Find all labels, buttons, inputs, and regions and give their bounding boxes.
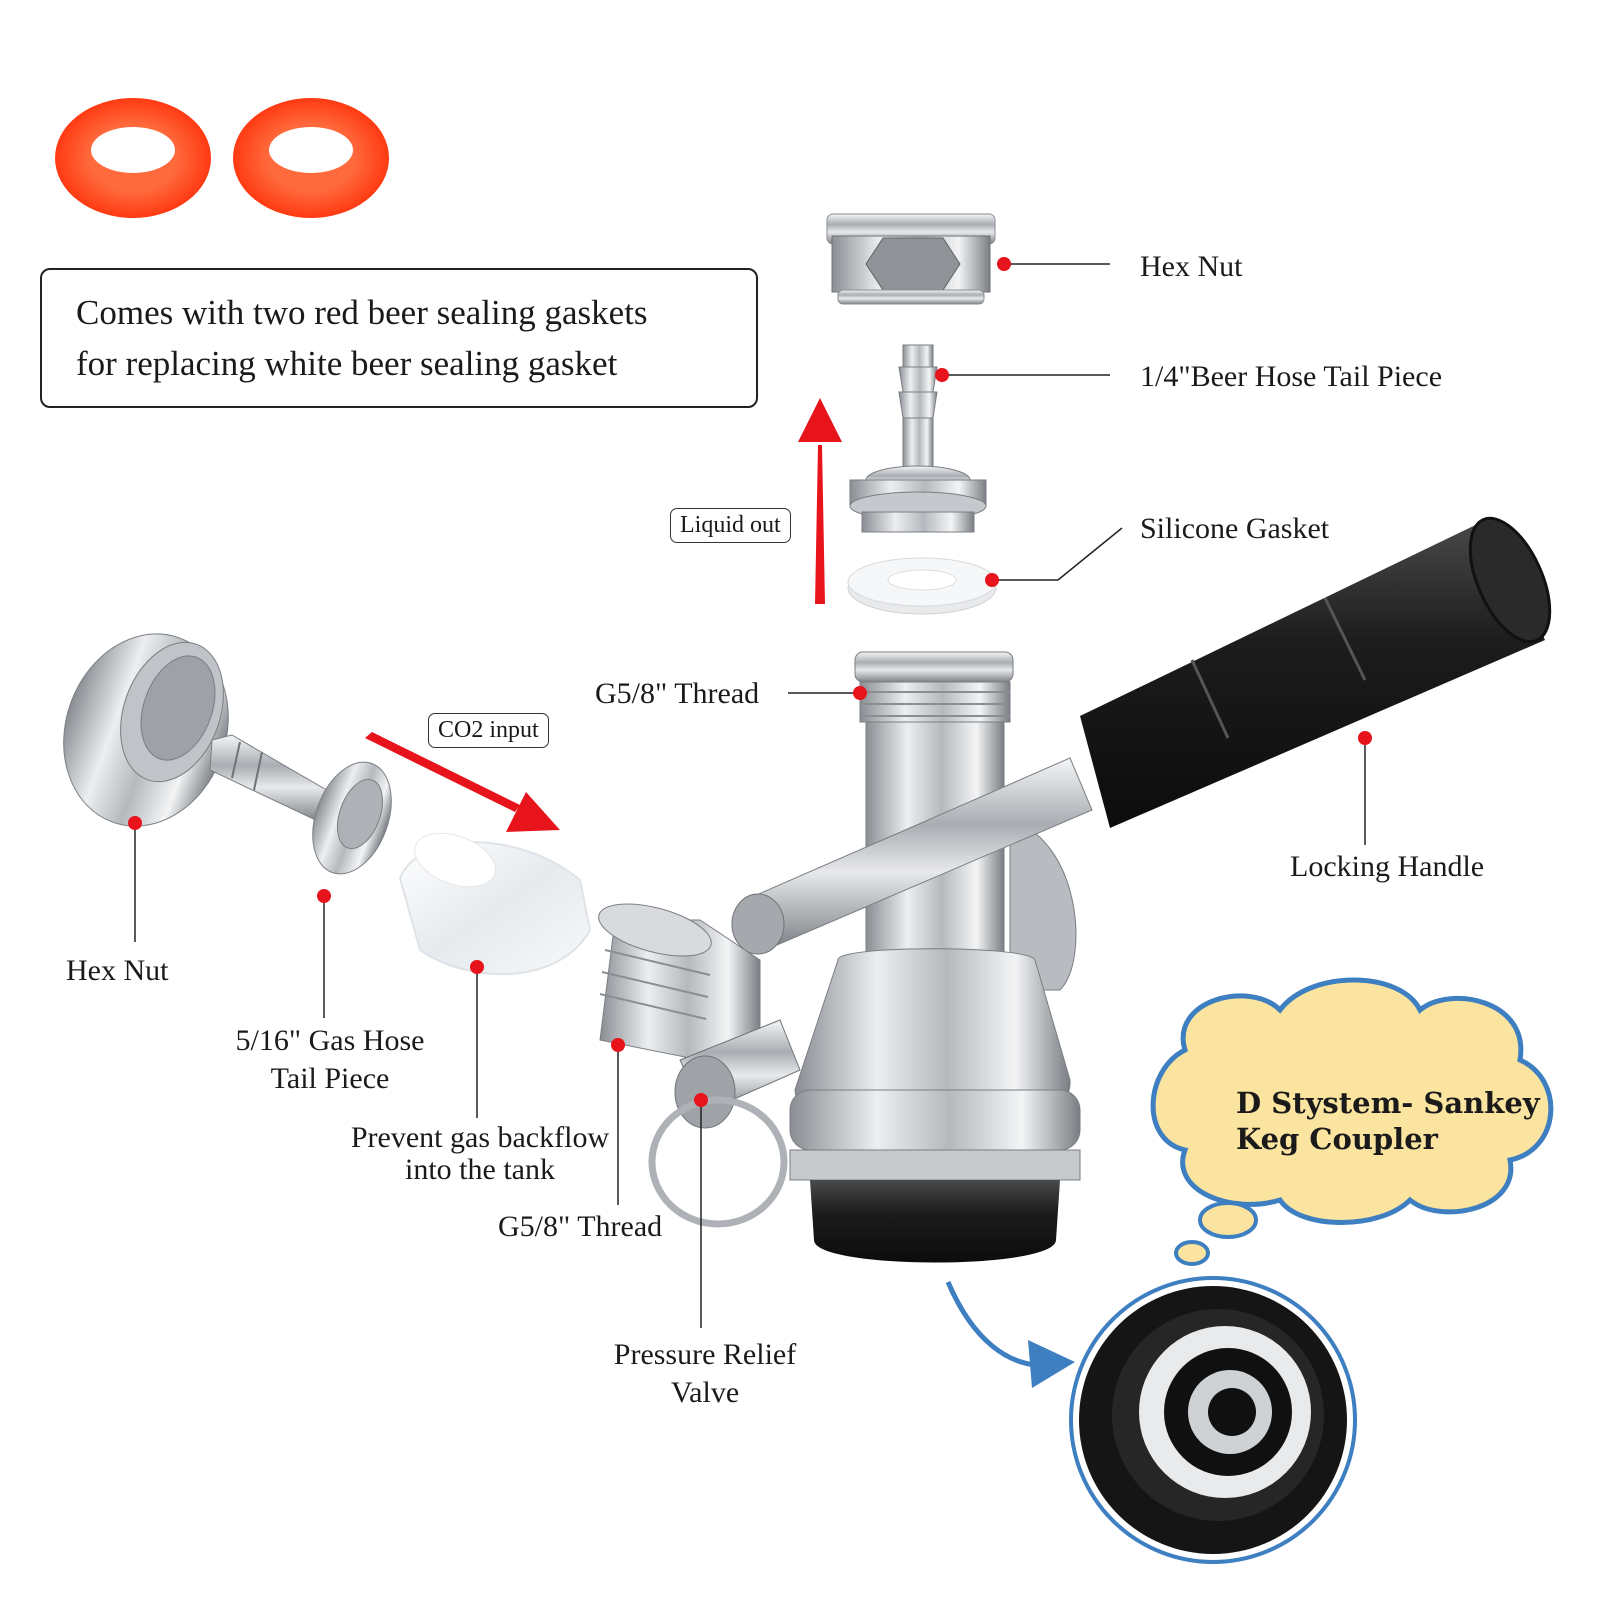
label-pressure-relief-valve: Pressure Relief Valve <box>560 1336 850 1411</box>
label-gas-hose-tail-line-1: 5/16" Gas Hose <box>235 1024 425 1057</box>
label-silicone-gasket: Silicone Gasket <box>1140 512 1330 545</box>
dot-hex-nut-left <box>128 816 142 830</box>
top-hex-nut <box>826 213 996 305</box>
dot-beer-hose-tail <box>935 368 949 382</box>
gas-hose-tail-piece <box>209 734 392 875</box>
label-gas-hose-tail-line-2: Tail Piece <box>270 1061 390 1095</box>
coupler-body <box>789 651 1081 1263</box>
check-valve <box>398 832 592 976</box>
dot-prevent-backflow <box>470 960 484 974</box>
label-prevent-backflow-line-1: Prevent gas backflow <box>350 1121 610 1154</box>
label-pressure-relief-line-1: Pressure Relief <box>613 1338 797 1371</box>
beer-hose-tail-piece <box>849 344 987 533</box>
pressure-relief-valve <box>648 1019 801 1228</box>
label-locking-handle: Locking Handle <box>1290 850 1485 883</box>
dot-hex-nut-top <box>997 257 1011 271</box>
dot-pressure-relief <box>694 1093 708 1107</box>
dot-silicone-gasket <box>985 573 999 587</box>
thought-cloud <box>1150 977 1554 1266</box>
cloud-caption-line-1: D Stystem- Sankey <box>1236 1086 1540 1120</box>
label-hex-nut-top: Hex Nut <box>1140 250 1243 283</box>
label-gas-hose-tail-piece: 5/16" Gas Hose Tail Piece <box>180 1022 480 1097</box>
note-line-1: Comes with two red beer sealing gaskets <box>76 293 648 332</box>
label-beer-hose-tail-piece: 1/4"Beer Hose Tail Piece <box>1140 360 1443 393</box>
dot-gas-hose-tail <box>317 889 331 903</box>
leader-silicone-gasket <box>992 527 1123 581</box>
lever-arm <box>731 757 1093 955</box>
label-g58-thread-top: G5/8" Thread <box>595 677 760 710</box>
dot-locking-handle <box>1358 731 1372 745</box>
note-line-2: for replacing white beer sealing gasket <box>76 343 618 383</box>
liquid-out-arrow <box>798 398 842 604</box>
cloud-caption-line-2: Keg Coupler <box>1236 1122 1438 1157</box>
silicone-gasket <box>847 557 997 615</box>
dot-g58-thread-bottom <box>611 1038 625 1052</box>
coupler-bottom-view <box>1069 1276 1357 1564</box>
red-gasket-left <box>55 98 211 218</box>
marker-dots <box>128 257 1372 1107</box>
co2-input-tag: CO2 input <box>428 713 549 748</box>
leader-lines <box>134 263 1366 1328</box>
gas-inlet-port <box>598 903 761 1061</box>
locking-handle <box>1080 516 1552 828</box>
liquid-out-tag: Liquid out <box>670 508 791 543</box>
co2-input-arrow <box>365 732 560 832</box>
label-pressure-relief-line-2: Valve <box>670 1375 740 1409</box>
bottom-view-arrow <box>945 1281 1075 1388</box>
label-g58-thread-bottom: G5/8" Thread <box>498 1210 663 1243</box>
left-hex-nut <box>63 633 229 827</box>
dot-g58-thread-top <box>853 686 867 700</box>
label-prevent-backflow: Prevent gas backflow into the tank <box>330 1121 630 1187</box>
label-hex-nut-left: Hex Nut <box>66 954 169 987</box>
cloud-caption: D Stystem- Sankey Keg Coupler <box>1236 1085 1540 1158</box>
label-prevent-backflow-line-2: into the tank <box>405 1153 555 1187</box>
red-gasket-right <box>233 98 389 218</box>
gasket-note-box: Comes with two red beer sealing gaskets … <box>40 268 758 408</box>
